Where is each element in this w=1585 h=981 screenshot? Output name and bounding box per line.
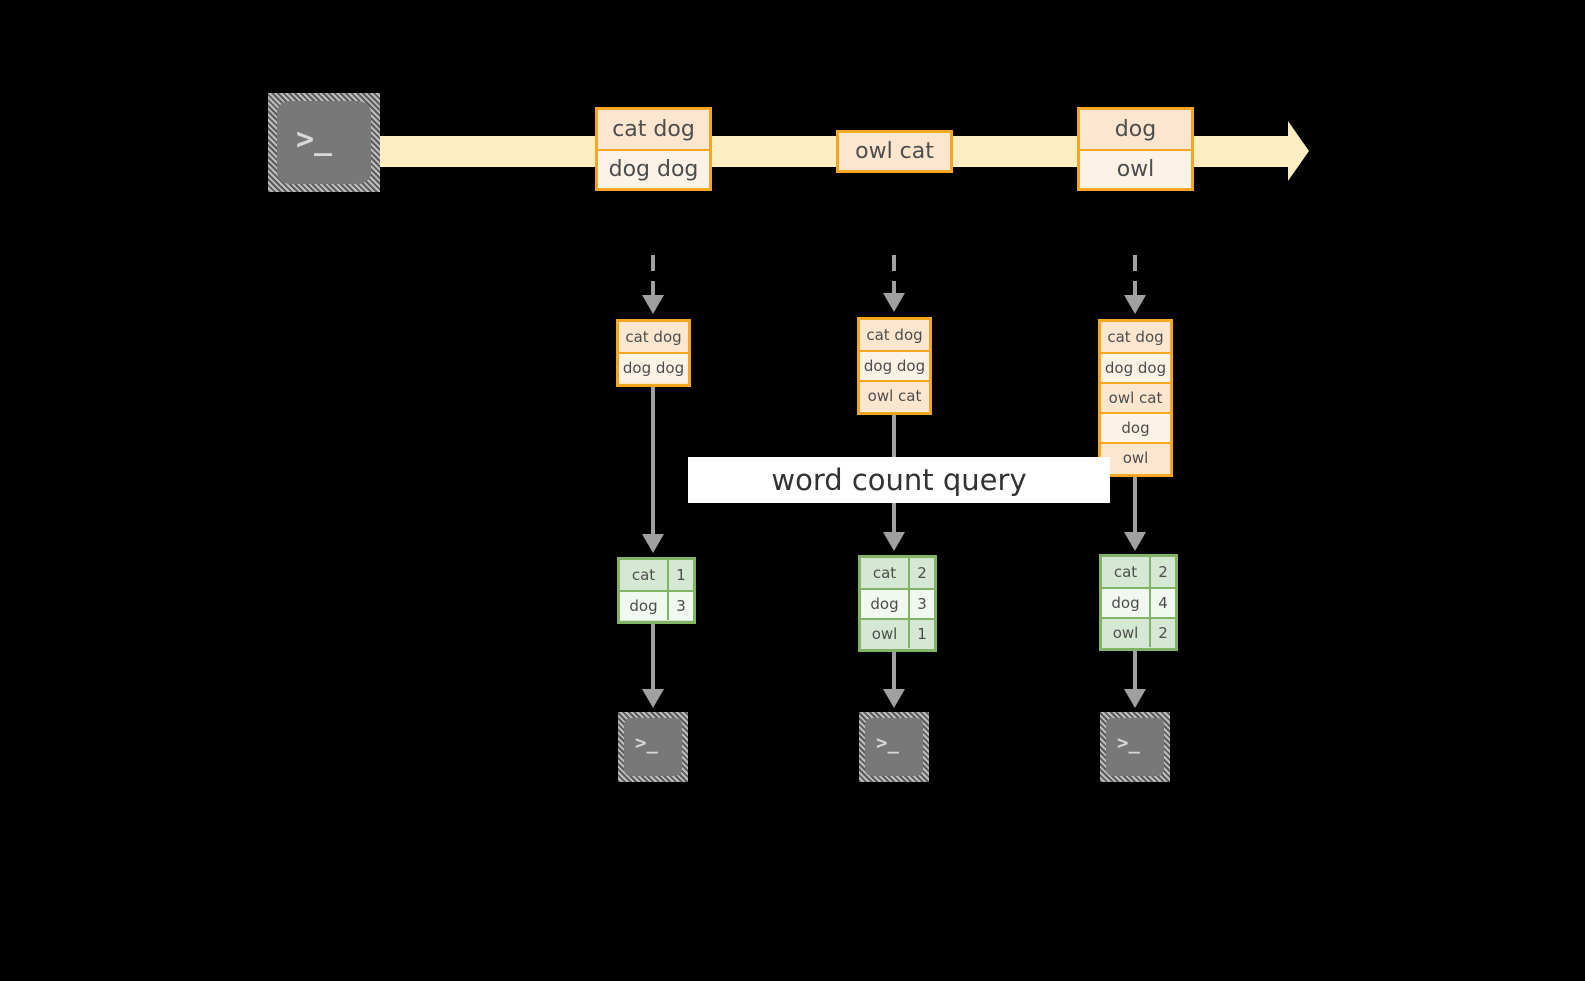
table-cell-word: dog xyxy=(620,592,667,620)
accumulated-row: cat dog xyxy=(619,322,688,352)
result-2-to-consumer-arrowhead xyxy=(883,689,905,708)
table-cell-count: 1 xyxy=(908,620,934,648)
accumulated-row: owl cat xyxy=(1101,382,1170,412)
snapshot-2-accumulated-box: cat dog dog dog owl cat xyxy=(857,317,932,415)
table-cell-count: 4 xyxy=(1149,589,1175,617)
stream-to-snapshot-arrowhead-1 xyxy=(642,295,664,314)
accumulated-row: owl cat xyxy=(860,380,929,410)
table-row: owl 2 xyxy=(1102,617,1175,647)
terminal-prompt-glyph: >_ xyxy=(635,732,658,754)
snapshot-1-to-result-arrowhead xyxy=(642,534,664,553)
stream-message-3: dog owl xyxy=(1077,107,1194,191)
table-row: cat 2 xyxy=(861,558,934,588)
consumer-terminal-icon-2: >_ xyxy=(859,712,929,782)
table-cell-word: dog xyxy=(861,590,908,618)
table-cell-word: cat xyxy=(861,558,908,588)
snapshot-3-to-result-arrowhead xyxy=(1124,532,1146,551)
terminal-body xyxy=(1106,718,1164,776)
terminal-body xyxy=(277,101,371,184)
stream-to-snapshot-connector-2 xyxy=(892,255,896,300)
table-cell-word: dog xyxy=(1102,589,1149,617)
stream-to-snapshot-connector-3 xyxy=(1133,255,1137,302)
accumulated-row: dog dog xyxy=(1101,352,1170,382)
table-row: dog 3 xyxy=(861,588,934,618)
result-3-to-consumer-arrowhead xyxy=(1124,689,1146,708)
message-row: owl cat xyxy=(839,133,950,170)
stream-to-snapshot-connector-1 xyxy=(651,255,655,302)
table-row: cat 1 xyxy=(620,560,693,590)
query-label-banner: word count query xyxy=(688,457,1110,503)
stream-to-snapshot-arrowhead-3 xyxy=(1124,295,1146,314)
result-table-3: cat 2 dog 4 owl 2 xyxy=(1099,554,1178,651)
accumulated-row: owl xyxy=(1101,442,1170,472)
accumulated-row: dog dog xyxy=(860,350,929,380)
stream-message-2: owl cat xyxy=(836,130,953,173)
table-cell-count: 2 xyxy=(908,558,934,588)
terminal-body xyxy=(624,718,682,776)
table-cell-count: 3 xyxy=(908,590,934,618)
table-cell-count: 2 xyxy=(1149,557,1175,587)
snapshot-1-to-result-connector xyxy=(651,387,655,537)
terminal-body xyxy=(865,718,923,776)
producer-terminal-icon: >_ xyxy=(268,93,380,192)
event-stream-arrowhead xyxy=(1288,121,1309,181)
result-table-1: cat 1 dog 3 xyxy=(617,557,696,624)
snapshot-1-accumulated-box: cat dog dog dog xyxy=(616,319,691,387)
stream-to-snapshot-arrowhead-2 xyxy=(883,293,905,312)
terminal-prompt-glyph: >_ xyxy=(1117,732,1140,754)
accumulated-row: cat dog xyxy=(1101,322,1170,352)
table-cell-word: cat xyxy=(620,560,667,590)
snapshot-3-accumulated-box: cat dog dog dog owl cat dog owl xyxy=(1098,319,1173,477)
query-label-text: word count query xyxy=(771,463,1027,497)
consumer-terminal-icon-3: >_ xyxy=(1100,712,1170,782)
message-row: dog dog xyxy=(598,149,709,188)
message-row: owl xyxy=(1080,149,1191,188)
snapshot-3-to-result-connector xyxy=(1133,477,1137,535)
consumer-terminal-icon-1: >_ xyxy=(618,712,688,782)
table-row: dog 3 xyxy=(620,590,693,620)
accumulated-row: cat dog xyxy=(860,320,929,350)
terminal-prompt-glyph: >_ xyxy=(876,732,899,754)
table-row: owl 1 xyxy=(861,618,934,648)
result-3-to-consumer-connector xyxy=(1133,651,1137,692)
table-cell-count: 2 xyxy=(1149,619,1175,647)
result-table-2: cat 2 dog 3 owl 1 xyxy=(858,555,937,652)
table-row: cat 2 xyxy=(1102,557,1175,587)
result-1-to-consumer-connector xyxy=(651,624,655,692)
table-cell-count: 1 xyxy=(667,560,693,590)
table-cell-word: owl xyxy=(1102,619,1149,647)
table-cell-word: cat xyxy=(1102,557,1149,587)
accumulated-row: dog xyxy=(1101,412,1170,442)
snapshot-2-to-result-arrowhead xyxy=(883,532,905,551)
table-cell-count: 3 xyxy=(667,592,693,620)
stream-message-1: cat dog dog dog xyxy=(595,107,712,191)
table-cell-word: owl xyxy=(861,620,908,648)
accumulated-row: dog dog xyxy=(619,352,688,382)
result-2-to-consumer-connector xyxy=(892,652,896,692)
message-row: cat dog xyxy=(598,110,709,149)
message-row: dog xyxy=(1080,110,1191,149)
table-row: dog 4 xyxy=(1102,587,1175,617)
terminal-prompt-glyph: >_ xyxy=(296,122,333,157)
result-1-to-consumer-arrowhead xyxy=(642,689,664,708)
